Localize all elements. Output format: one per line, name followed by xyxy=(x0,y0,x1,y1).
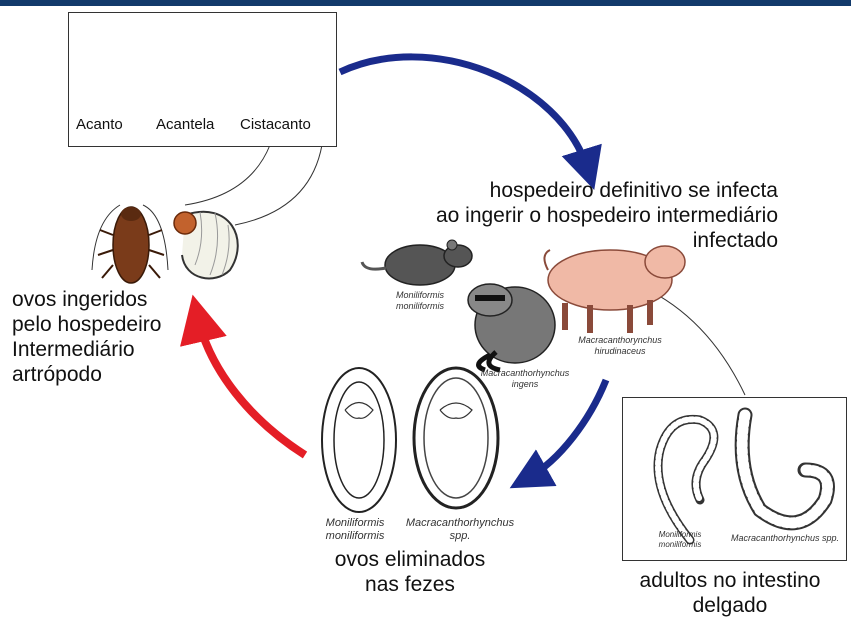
raccoon-illustration xyxy=(468,284,555,370)
species-label-adult-right: Macracanthorhynchus spp. xyxy=(725,533,845,544)
species-label-raccoon: Macracanthorhynchus ingens xyxy=(470,368,580,390)
connector-line xyxy=(235,145,322,225)
species-label-egg-left: Moniliformis moniliformis xyxy=(310,517,400,543)
egg-moniliformis-illustration xyxy=(322,368,396,512)
species-label-adult-left: Moniliformis moniliformis xyxy=(645,530,715,550)
species-label-egg-right: Macracanthorhynchus spp. xyxy=(400,517,520,543)
cockroach-illustration xyxy=(92,205,168,283)
arrow-to-eggs xyxy=(528,380,606,478)
arrow-to-intermediate-host xyxy=(198,318,305,455)
connector-line xyxy=(185,145,270,205)
definitive-host-caption: hospedeiro definitivo se infecta ao inge… xyxy=(418,178,778,253)
stage-label-acanto: Acanto xyxy=(76,116,123,133)
pig-illustration xyxy=(544,246,685,333)
beetle-grub-illustration xyxy=(174,212,238,279)
adults-caption: adultos no intestino delgado xyxy=(615,568,845,618)
eggs-ingested-caption: ovos ingeridos pelo hospedeiro Intermedi… xyxy=(12,287,161,387)
stage-label-cistacanto: Cistacanto xyxy=(240,116,311,133)
eggs-eliminated-caption: ovos eliminados nas fezes xyxy=(305,547,515,597)
stage-label-acantela: Acantela xyxy=(156,116,214,133)
species-label-rat: Moniliformis moniliformis xyxy=(380,290,460,312)
species-label-pig: Macracanthorynchus hirudinaceus xyxy=(565,335,675,357)
arrow-to-definitive-host xyxy=(340,57,588,170)
